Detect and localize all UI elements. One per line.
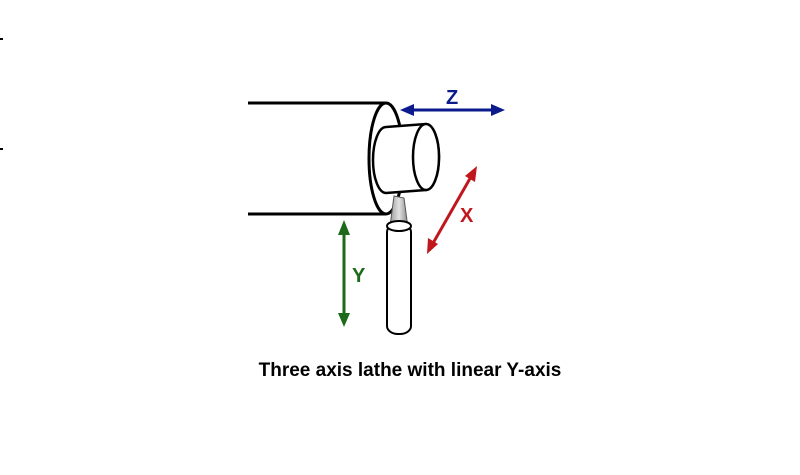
cutting-tool [386, 195, 412, 335]
z-axis-label: Z [446, 87, 458, 109]
chuck-cylinder [371, 122, 441, 195]
y-axis-label: Y [352, 265, 366, 287]
edge-mark [0, 148, 3, 150]
z-axis-arrow [400, 104, 505, 116]
x-axis-arrow [427, 166, 477, 254]
diagram-caption: Three axis lathe with linear Y-axis [258, 360, 562, 381]
y-axis-arrow [338, 220, 350, 327]
x-axis-label: X [460, 205, 474, 227]
edge-mark [0, 38, 3, 40]
